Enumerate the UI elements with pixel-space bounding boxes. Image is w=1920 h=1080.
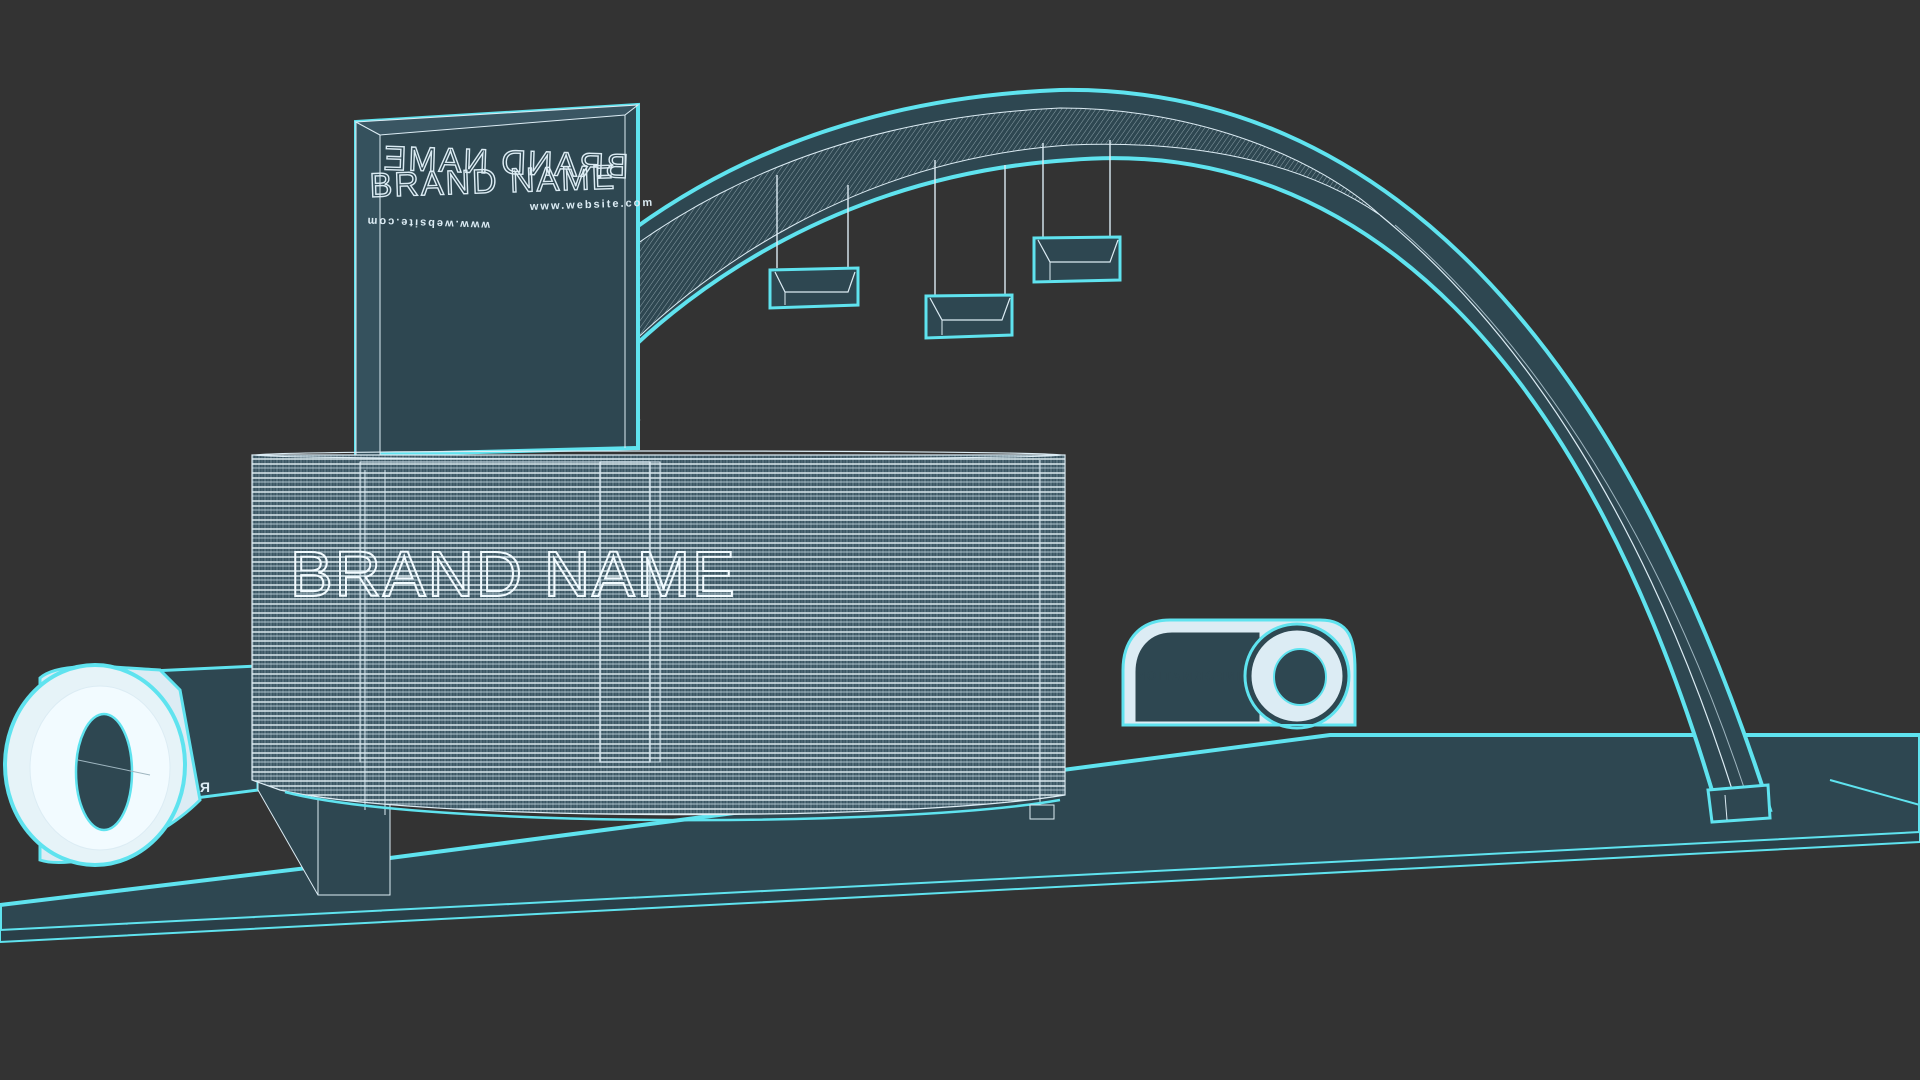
info-right-label: INFORMATION: [1134, 669, 1240, 683]
hanging-box-3: [1032, 235, 1122, 284]
drum-brand-label: BRAND NAME: [290, 538, 737, 610]
tower-website-mirrored: www.website.com: [365, 215, 491, 231]
right-info-counter: INFORMATION: [1121, 618, 1357, 730]
hanging-light-boxes: [776, 140, 1111, 295]
central-drum: [251, 450, 1066, 822]
brand-tower: [354, 102, 640, 458]
tower-brand-front: BRAND NAME: [369, 158, 617, 205]
hanging-box-1: [768, 266, 860, 310]
tower-brand-mirrored: BRAND NAME: [381, 139, 629, 186]
left-info-counter-ring: [3, 663, 202, 867]
drum-text: BRAND NAME: [289, 537, 737, 611]
tower-text: BRAND NAME BRAND NAME www.website.com ww…: [365, 139, 654, 231]
tower-website-front: www.website.com: [529, 197, 655, 213]
hanging-box-2: [924, 293, 1014, 340]
